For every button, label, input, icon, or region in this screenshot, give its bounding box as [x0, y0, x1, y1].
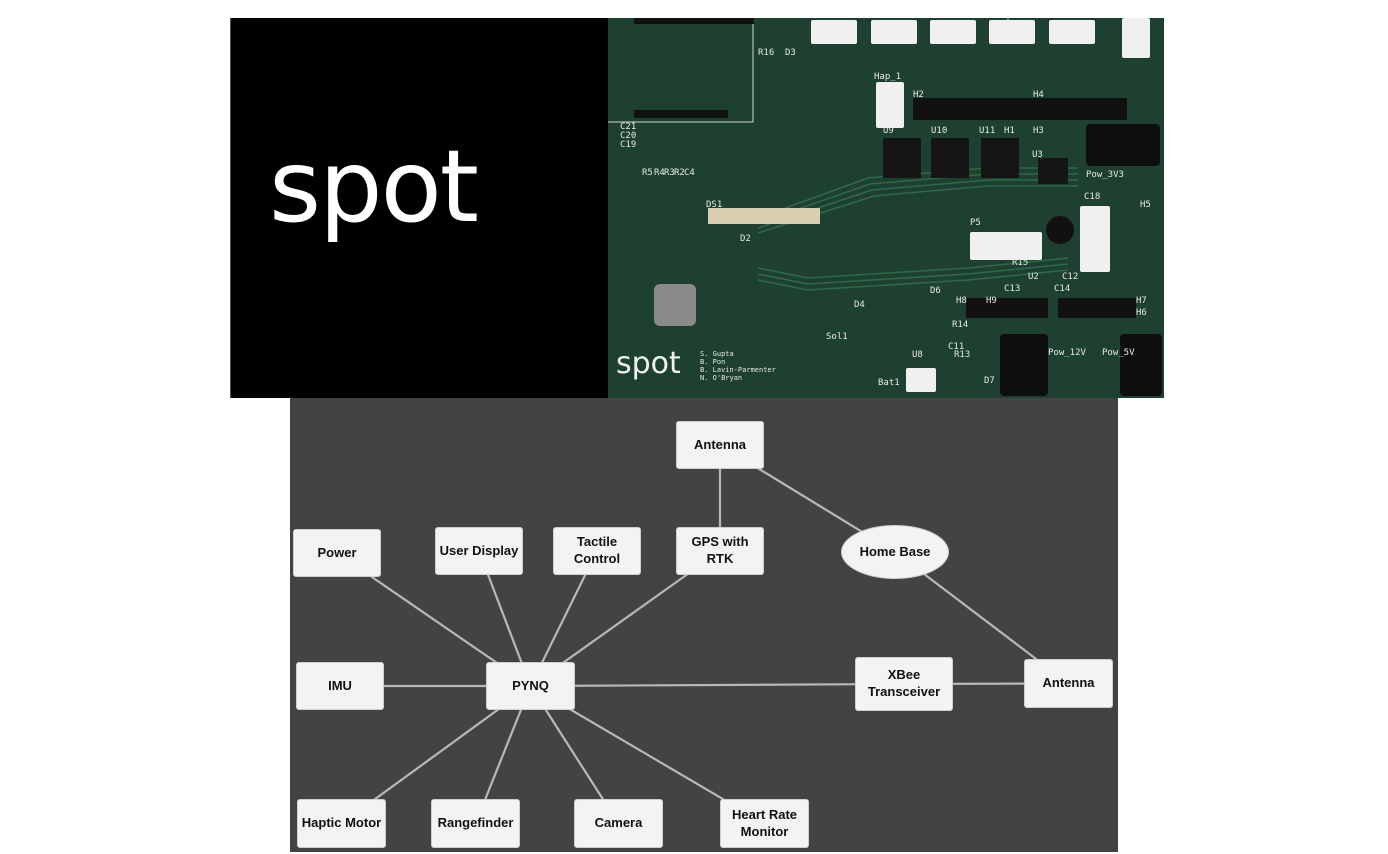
pcb-credits: S. Gupta B. Pon B. Lavin-Parmenter N. O'…: [700, 350, 776, 382]
pcb-label: D2: [740, 234, 751, 244]
pcb-spot-logo: spot: [616, 346, 681, 381]
node-power: Power: [293, 529, 381, 577]
pcb-label: U3: [1032, 150, 1043, 160]
credit-line: S. Gupta: [700, 350, 734, 358]
pcb-label: P5: [970, 218, 981, 228]
pcb-label: H4: [1033, 90, 1044, 100]
pcb-label: R13: [954, 350, 971, 360]
pcb-label: C14: [1054, 284, 1071, 294]
pcb-label: C20: [620, 131, 637, 141]
pcb-label: U10: [931, 126, 948, 136]
node-imu: IMU: [296, 662, 384, 710]
pcb-label: R14: [952, 320, 969, 330]
pcb-label: R15: [1012, 258, 1029, 268]
pcb-label: Pow_3V3: [1086, 170, 1124, 180]
pcb-graphics: [608, 18, 1164, 398]
node-user-display: User Display: [435, 527, 523, 575]
node-home-base: Home Base: [841, 525, 949, 579]
pcb-label: D7: [984, 376, 995, 386]
pcb-label: D6: [930, 286, 941, 296]
node-gps-rtk: GPS with RTK: [676, 527, 764, 575]
pcb-label: C19: [620, 140, 637, 150]
pcb-label: R2: [674, 168, 685, 178]
node-pynq: PYNQ: [486, 662, 575, 710]
pcb-label: H7: [1136, 296, 1147, 306]
pcb-label: C18: [1084, 192, 1101, 202]
pcb-label: H5: [1140, 200, 1151, 210]
pcb-label: H1: [1004, 126, 1015, 136]
credit-line: N. O'Bryan: [700, 374, 743, 382]
spot-logo-text: spot: [269, 128, 479, 245]
pcb-label: DS1: [706, 200, 723, 210]
pcb-label: D4: [854, 300, 865, 310]
pcb-photo: R16 D3 Hap_1 H2 H4 U9 U10 U11 H1 H3 U3 P…: [608, 18, 1164, 398]
pcb-label: U9: [883, 126, 894, 136]
node-xbee-transceiver: XBee Transceiver: [855, 657, 953, 711]
pcb-label: D3: [785, 48, 796, 58]
node-tactile-control: Tactile Control: [553, 527, 641, 575]
node-haptic-motor: Haptic Motor: [297, 799, 386, 848]
pcb-label: R3: [664, 168, 675, 178]
spot-logo-panel: spot: [230, 18, 609, 398]
pcb-label: R16: [758, 48, 775, 58]
block-diagram: Antenna Power User Display Tactile Contr…: [290, 398, 1118, 852]
node-rangefinder: Rangefinder: [431, 799, 520, 848]
pcb-label: R4: [654, 168, 665, 178]
pcb-label: H8: [956, 296, 967, 306]
pcb-label: Pow_5V: [1102, 348, 1135, 358]
pcb-label: C13: [1004, 284, 1021, 294]
node-camera: Camera: [574, 799, 663, 848]
pcb-label: H3: [1033, 126, 1044, 136]
pcb-label: H6: [1136, 308, 1147, 318]
node-antenna-right: Antenna: [1024, 659, 1113, 708]
pcb-label: R5: [642, 168, 653, 178]
credit-line: B. Pon: [700, 358, 726, 366]
pcb-label: C12: [1062, 272, 1079, 282]
node-antenna-top: Antenna: [676, 421, 764, 469]
pcb-label: C21: [620, 122, 637, 132]
pcb-label: H9: [986, 296, 997, 306]
pcb-label: U2: [1028, 272, 1039, 282]
pcb-label: Sol1: [826, 332, 848, 342]
edge-pynq-xbee: [530, 682, 905, 688]
pcb-label: H2: [913, 90, 924, 100]
pcb-label: Pow_12V: [1048, 348, 1086, 358]
pcb-label: U11: [979, 126, 996, 136]
pcb-label: C4: [684, 168, 695, 178]
pcb-label: U8: [912, 350, 923, 360]
node-heart-rate-monitor: Heart Rate Monitor: [720, 799, 809, 848]
pcb-label: Hap_1: [874, 72, 902, 82]
pcb-label: C11: [948, 342, 965, 352]
pcb-label: Bat1: [878, 378, 900, 388]
credit-line: B. Lavin-Parmenter: [700, 366, 776, 374]
